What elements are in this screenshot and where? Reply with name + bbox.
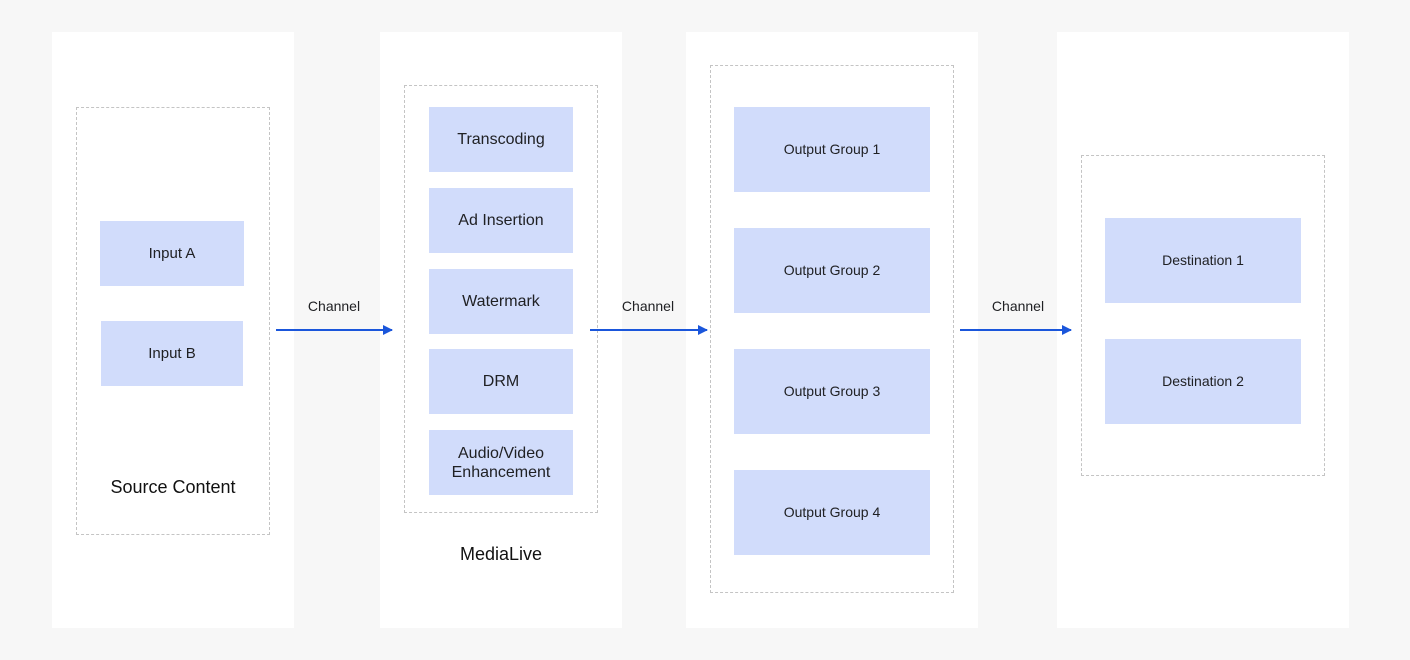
- output-group-2-box[interactable]: Output Group 2: [734, 228, 930, 313]
- watermark-box[interactable]: Watermark: [429, 269, 573, 334]
- source-dashed-group: [76, 107, 270, 535]
- drm-box[interactable]: DRM: [429, 349, 573, 414]
- output-group-3-box[interactable]: Output Group 3: [734, 349, 930, 434]
- output-group-1-box[interactable]: Output Group 1: [734, 107, 930, 192]
- input-b-box[interactable]: Input B: [101, 321, 243, 386]
- transcoding-box[interactable]: Transcoding: [429, 107, 573, 172]
- destination-1-box[interactable]: Destination 1: [1105, 218, 1301, 303]
- source-content-title: Source Content: [110, 477, 236, 497]
- output-group-4-box[interactable]: Output Group 4: [734, 470, 930, 555]
- medialive-dashed-group: [404, 85, 598, 513]
- edge-label-outputs-destinations: Channel: [991, 298, 1045, 314]
- input-a-box[interactable]: Input A: [100, 221, 244, 286]
- edge-label-medialive-outputs: Channel: [621, 298, 675, 314]
- outputs-dashed-group: [710, 65, 954, 593]
- destination-2-box[interactable]: Destination 2: [1105, 339, 1301, 424]
- audio-video-enhancement-box[interactable]: Audio/Video Enhancement: [429, 430, 573, 495]
- audio-video-enhancement-label: Audio/Video Enhancement: [451, 444, 551, 481]
- ad-insertion-box[interactable]: Ad Insertion: [429, 188, 573, 253]
- destinations-panel: [1057, 32, 1349, 628]
- medialive-title: MediaLive: [459, 544, 543, 564]
- edge-label-source-medialive: Channel: [307, 298, 361, 314]
- destinations-dashed-group: [1081, 155, 1325, 476]
